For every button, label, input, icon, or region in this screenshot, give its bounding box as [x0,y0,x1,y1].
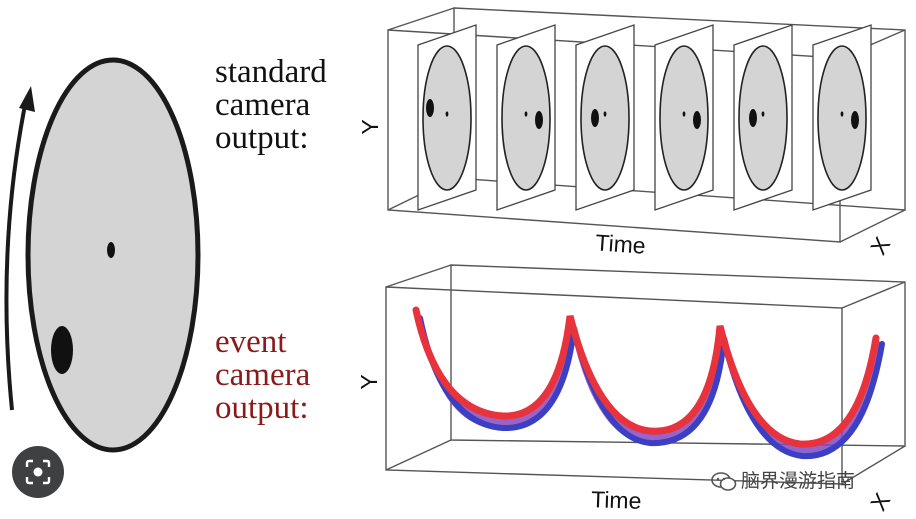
frame-disk [580,45,630,191]
event-box [385,264,906,485]
top-y-axis-label: Y [357,119,383,134]
lens-search-icon [25,459,51,485]
frame-4 [654,24,714,211]
rotating-disk [25,57,201,453]
frame-center-dot [524,111,528,117]
frame-box-edges [387,7,906,243]
frame-large-dot [535,111,543,129]
frame-large-dot [591,109,599,127]
event-label-line-1: event [215,324,287,360]
frame-1 [417,24,477,211]
frame-large-dot [426,99,434,117]
frame-sequence [417,24,872,211]
event-camera-label: event camera output: [215,326,375,425]
top-time-axis-label: Time [595,229,647,258]
frame-center-dot [840,111,844,117]
event-ribbon-fill [417,312,884,459]
frame-2 [496,24,556,211]
watermark-text: 脑界漫游指南 [741,470,856,492]
disk-center-dot [107,242,115,258]
frame-large-dot [851,111,859,129]
event-ribbon [412,306,885,460]
frame-center-dot [682,111,686,117]
standard-camera-label: standard camera output: [215,56,375,155]
event-box-edges [385,264,906,485]
event-trace-red [412,306,880,448]
wechat-icon [711,471,737,491]
frame-disk [501,45,551,191]
bottom-y-axis-label: Y [356,374,382,389]
bottom-time-axis-label: Time [591,486,642,514]
frame-disk [817,45,867,191]
frame-3 [575,24,635,211]
event-box-front [385,286,843,485]
frame-large-dot [693,111,701,129]
lens-search-button[interactable] [12,446,64,498]
standard-label-line-3: output: [215,120,309,156]
frame-large-dot [749,109,757,127]
watermark: 脑界漫游指南 [711,466,855,493]
event-trace-blue [417,315,885,460]
event-label-line-3: output: [215,390,309,426]
event-label-line-2: camera [215,357,311,393]
frame-center-dot [445,111,449,117]
frame-disk [738,45,788,191]
standard-label-line-2: camera [215,87,311,123]
disk-large-dot [51,326,73,374]
standard-label-line-1: standard [215,54,327,90]
frame-disk [659,45,709,191]
frame-center-dot [603,111,607,117]
frame-center-dot [761,111,765,117]
rotation-arrow-icon [4,86,35,411]
frame-5 [733,24,793,211]
top-x-axis-label: X [865,232,895,259]
bottom-x-axis-label: X [865,488,895,515]
frame-disk [422,45,472,191]
frame-6 [812,24,872,211]
